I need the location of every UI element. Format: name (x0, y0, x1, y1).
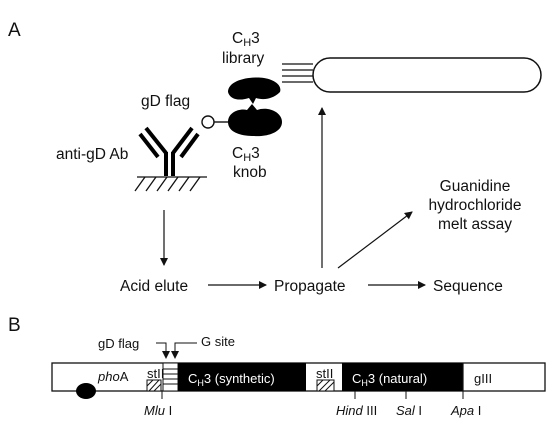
step-acid-elute: Acid elute (120, 278, 188, 295)
restriction-ticks (161, 391, 464, 399)
gd-flag-stripes (163, 368, 178, 385)
phoa-promoter (76, 383, 96, 399)
ch3-synthetic-label: CH3 (synthetic) (188, 371, 275, 388)
g-site-pointer (171, 342, 197, 359)
melt-assay-line1: Guanidine (440, 178, 511, 195)
ch3-library-domain (228, 77, 281, 104)
gd-flag-segment (162, 362, 179, 392)
gd-flag-pointer (156, 342, 170, 359)
stii-box-2 (316, 379, 335, 392)
step-sequence: Sequence (433, 278, 503, 295)
ch3-knob-domain (228, 104, 282, 137)
stii-hatch-1 (146, 379, 162, 392)
ch3-natural-label: CH3 (natural) (352, 371, 427, 388)
ch3-natural-segment (342, 363, 463, 391)
ch3-library-label-line2: library (222, 50, 264, 67)
ch3-library-label-line1: CH3 (232, 30, 260, 49)
ch3-synthetic-segment (178, 363, 306, 391)
melt-assay-line2: hydrochloride (428, 197, 521, 214)
g-site-label: G site (201, 334, 235, 349)
anti-gd-ab-label: anti-gD Ab (56, 146, 128, 163)
phage-particle (312, 57, 542, 93)
phoa-label: phoA (97, 369, 129, 384)
panel-b-label: B (8, 315, 21, 336)
site-apa: Apa I (450, 403, 481, 418)
site-hind: Hind III (336, 403, 377, 418)
stii-label-1: stII (147, 366, 164, 381)
melt-assay-line3: melt assay (438, 216, 512, 233)
ch3-knob-label-line1: CH3 (232, 145, 260, 164)
panel-a-label: A (8, 20, 21, 41)
step-propagate: Propagate (274, 278, 346, 295)
antibody-shape (138, 126, 200, 176)
arrow-to-melt-assay (337, 211, 413, 269)
gd-flag-label: gD flag (141, 93, 190, 110)
phage-tail-lines (282, 63, 313, 83)
stii-hatch-2 (316, 379, 335, 392)
gd-flag-b-label: gD flag (98, 336, 139, 351)
stii-label-2: stII (316, 366, 333, 381)
panel-a: A CH3 library gD flag CH3 knob (8, 20, 542, 295)
solid-surface (134, 176, 207, 192)
panel-b: B phoA stII gD flag G site CH3 ( (8, 315, 546, 418)
gd-flag-tag (201, 115, 215, 129)
ch3-knob-label-line2: knob (233, 164, 267, 181)
site-sal: Sal I (396, 403, 422, 418)
giii-label: gIII (474, 371, 492, 386)
site-mlu: Mlu I (144, 403, 172, 418)
